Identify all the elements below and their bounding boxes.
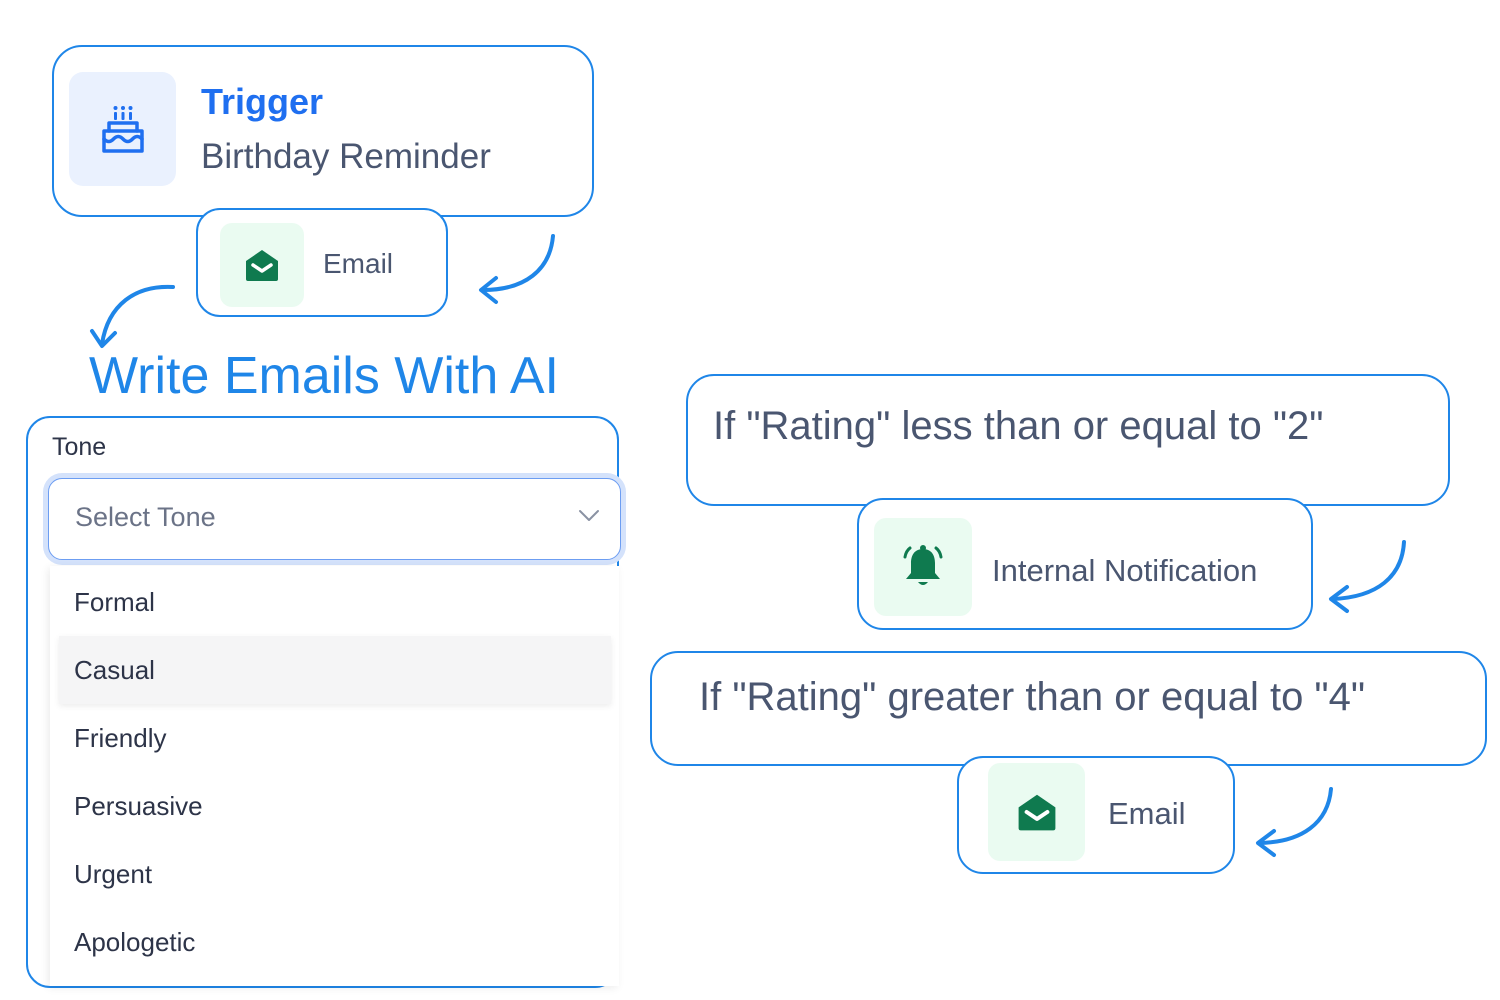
arrow-condition-to-notification-icon (1329, 540, 1406, 613)
tone-option-apologetic[interactable]: Apologetic (74, 927, 196, 957)
internal-notification-label: Internal Notification (992, 553, 1258, 588)
trigger-name: Birthday Reminder (201, 137, 491, 176)
email-action-label-2: Email (1108, 796, 1186, 831)
internal-notification-card[interactable]: Internal Notification (857, 498, 1313, 630)
arrow-email-to-ai-icon (90, 284, 175, 348)
tone-option-urgent[interactable]: Urgent (74, 859, 153, 889)
condition-low-rating-text: If "Rating" less than or equal to "2" (713, 404, 1324, 448)
arrow-trigger-to-email-icon (479, 234, 555, 304)
tone-options-list: Formal Casual Friendly Persuasive Urgent… (50, 566, 619, 986)
trigger-title: Trigger (201, 81, 324, 122)
trigger-icon-tile (69, 72, 176, 186)
email-action-card-2[interactable]: Email (957, 756, 1235, 874)
condition-high-rating-text: If "Rating" greater than or equal to "4" (699, 675, 1366, 719)
condition-high-rating[interactable]: If "Rating" greater than or equal to "4" (650, 651, 1487, 766)
notification-icon-tile (874, 518, 972, 616)
birthday-cake-icon (101, 106, 144, 153)
trigger-card[interactable]: Trigger Birthday Reminder (52, 45, 594, 217)
envelope-open-icon (246, 250, 278, 281)
email-icon-tile-2 (988, 763, 1085, 861)
tone-option-casual[interactable]: Casual (59, 636, 611, 704)
tone-select-placeholder: Select Tone (75, 502, 216, 532)
email-action-card[interactable]: Email (196, 208, 448, 317)
email-icon-tile (220, 223, 304, 307)
tone-panel: Tone Select Tone Formal Casual Friendly … (26, 416, 621, 988)
email-action-label: Email (323, 248, 394, 279)
ai-section-heading: Write Emails With AI (89, 347, 560, 405)
tone-option-persuasive[interactable]: Persuasive (74, 791, 203, 821)
arrow-condition-to-email-icon (1256, 787, 1333, 857)
envelope-open-icon (1018, 794, 1055, 831)
tone-option-formal[interactable]: Formal (74, 587, 155, 617)
tone-option-friendly[interactable]: Friendly (74, 723, 167, 753)
chevron-down-icon (579, 510, 599, 521)
tone-select[interactable]: Select Tone (48, 478, 621, 560)
bell-icon (903, 545, 943, 585)
condition-low-rating[interactable]: If "Rating" less than or equal to "2" (686, 374, 1450, 506)
tone-label: Tone (52, 433, 107, 461)
